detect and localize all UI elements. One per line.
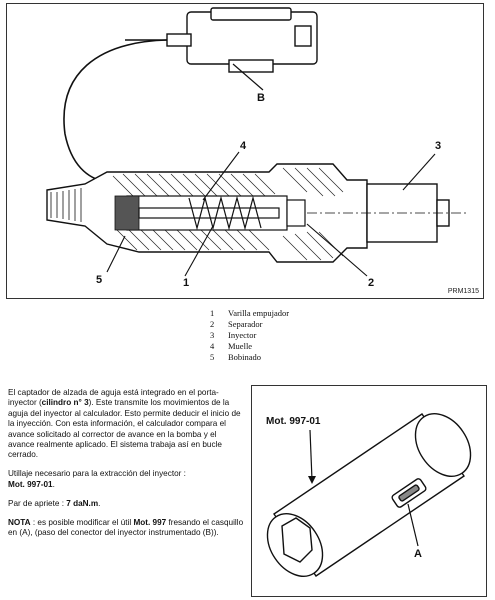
paragraph-description: El captador de alzada de aguja está inte…	[8, 388, 241, 460]
legend-label: Separador	[228, 319, 263, 329]
legend-item: 5 Bobinado	[210, 352, 289, 363]
callout-1: 1	[183, 277, 190, 289]
legend-label: Bobinado	[228, 352, 262, 362]
tool-label: Mot. 997-01	[266, 416, 321, 427]
tool-drawing	[266, 413, 472, 577]
figure-reference: PRM1315	[447, 288, 479, 295]
callout-b: B	[257, 92, 265, 104]
body-text: El captador de alzada de aguja está inte…	[8, 388, 244, 547]
legend-item: 3 Inyector	[210, 330, 289, 341]
legend-label: Inyector	[228, 330, 257, 340]
legend-item: 4 Muelle	[210, 341, 289, 352]
legend-label: Muelle	[228, 341, 253, 351]
paragraph-note: NOTA : es posible modificar el útil Mot.…	[8, 517, 244, 537]
legend-number: 4	[210, 341, 215, 351]
callout-a: A	[414, 548, 422, 560]
callout-5: 5	[96, 274, 103, 286]
legend-number: 1	[210, 308, 215, 318]
legend-number: 5	[210, 352, 215, 362]
legend-number: 3	[210, 330, 215, 340]
callout-4: 4	[240, 140, 247, 152]
paragraph-tooling: Utillaje necesario para la extracción de…	[8, 469, 186, 489]
callout-2: 2	[368, 277, 375, 289]
legend-number: 2	[210, 319, 215, 329]
tool-diagram: Mot. 997-01 A	[251, 385, 487, 597]
legend-item: 2 Separador	[210, 319, 289, 330]
callout-3: 3	[435, 140, 442, 152]
legend-label: Varilla empujador	[228, 308, 290, 318]
injector-diagram: 4 3 B 5 1 2 PRM1315	[6, 3, 484, 299]
paragraph-torque: Par de apriete : 7 daN.m.	[8, 498, 101, 508]
legend: 1 Varilla empujador 2 Separador 3 Inyect…	[210, 308, 289, 363]
injector-drawing	[46, 7, 467, 277]
legend-item: 1 Varilla empujador	[210, 308, 289, 319]
